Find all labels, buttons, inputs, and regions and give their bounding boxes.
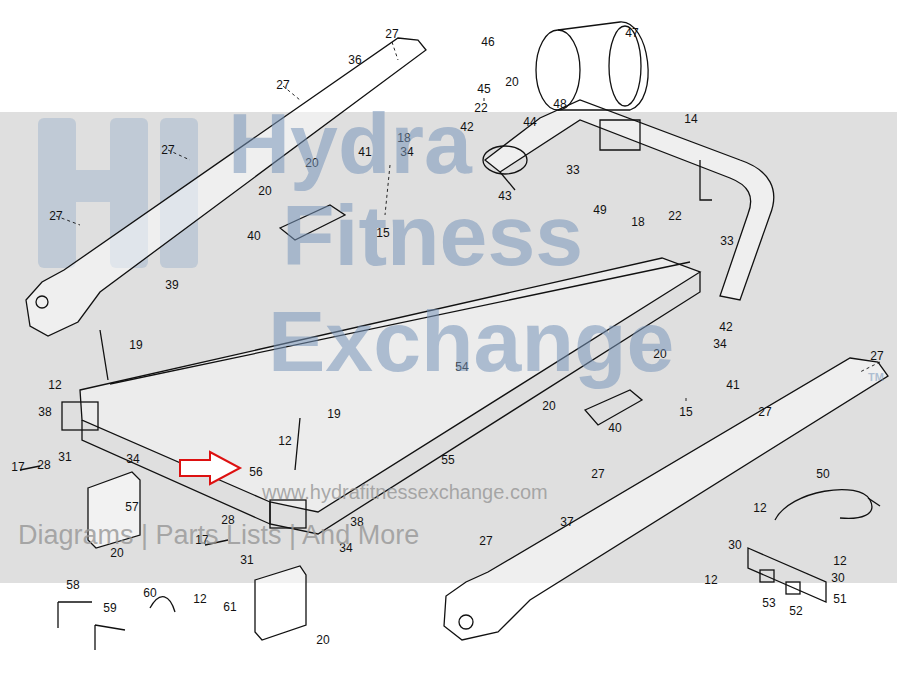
callout-number: 42 <box>718 320 733 334</box>
callout-number: 31 <box>57 450 72 464</box>
callout-number: 45 <box>476 82 491 96</box>
callout-number: 30 <box>727 538 742 552</box>
callout-number: 38 <box>37 405 52 419</box>
callout-number: 50 <box>815 467 830 481</box>
callout-number: 20 <box>541 399 556 413</box>
callout-number: 56 <box>248 465 263 479</box>
callout-number: 58 <box>65 578 80 592</box>
callout-number: 57 <box>124 500 139 514</box>
watermark-text: Diagrams | Parts Lists | And More <box>18 522 419 549</box>
watermark-text: TM <box>868 372 884 383</box>
watermark-text: www.hydrafitnessexchange.com <box>262 482 548 502</box>
callout-number: 27 <box>590 467 605 481</box>
callout-number: 14 <box>683 112 698 126</box>
callout-number: 30 <box>830 571 845 585</box>
callout-number: 28 <box>36 458 51 472</box>
callout-number: 27 <box>275 78 290 92</box>
callout-number: 49 <box>592 203 607 217</box>
callout-number: 40 <box>246 229 261 243</box>
callout-number: 53 <box>761 596 776 610</box>
callout-number: 59 <box>102 601 117 615</box>
callout-number: 44 <box>522 115 537 129</box>
callout-number: 12 <box>277 434 292 448</box>
callout-number: 12 <box>832 554 847 568</box>
callout-number: 51 <box>832 592 847 606</box>
callout-number: 39 <box>164 278 179 292</box>
callout-number: 27 <box>384 27 399 41</box>
callout-number: 27 <box>869 349 884 363</box>
callout-number: 27 <box>48 209 63 223</box>
callout-number: 55 <box>440 453 455 467</box>
callout-number: 22 <box>473 101 488 115</box>
callout-number: 22 <box>667 209 682 223</box>
callout-number: 33 <box>719 234 734 248</box>
callout-number: 19 <box>128 338 143 352</box>
watermark-text: Exchange <box>268 298 674 384</box>
parts-outline <box>20 22 888 650</box>
callout-number: 20 <box>257 184 272 198</box>
callout-number: 61 <box>222 600 237 614</box>
callout-number: 18 <box>630 215 645 229</box>
callout-number: 27 <box>160 143 175 157</box>
callout-number: 17 <box>10 460 25 474</box>
callout-number: 31 <box>239 553 254 567</box>
callout-number: 12 <box>47 378 62 392</box>
callout-number: 15 <box>678 405 693 419</box>
callout-number: 47 <box>624 26 639 40</box>
callout-number: 37 <box>559 515 574 529</box>
callout-number: 40 <box>607 421 622 435</box>
callout-number: 27 <box>478 534 493 548</box>
callout-number: 27 <box>757 405 772 419</box>
callout-number: 20 <box>504 75 519 89</box>
callout-number: 46 <box>480 35 495 49</box>
callout-number: 41 <box>725 378 740 392</box>
callout-number: 12 <box>192 592 207 606</box>
callout-number: 34 <box>712 337 727 351</box>
watermark-text: Hydra <box>228 100 472 186</box>
callout-number: 12 <box>752 501 767 515</box>
callout-number: 48 <box>552 97 567 111</box>
callout-number: 19 <box>326 407 341 421</box>
callout-number: 20 <box>315 633 330 647</box>
callout-number: 33 <box>565 163 580 177</box>
callout-number: 12 <box>703 573 718 587</box>
callout-number: 60 <box>142 586 157 600</box>
callout-number: 52 <box>788 604 803 618</box>
watermark-text: Fitness <box>282 192 583 278</box>
callout-number: 34 <box>125 452 140 466</box>
callout-number: 36 <box>347 53 362 67</box>
